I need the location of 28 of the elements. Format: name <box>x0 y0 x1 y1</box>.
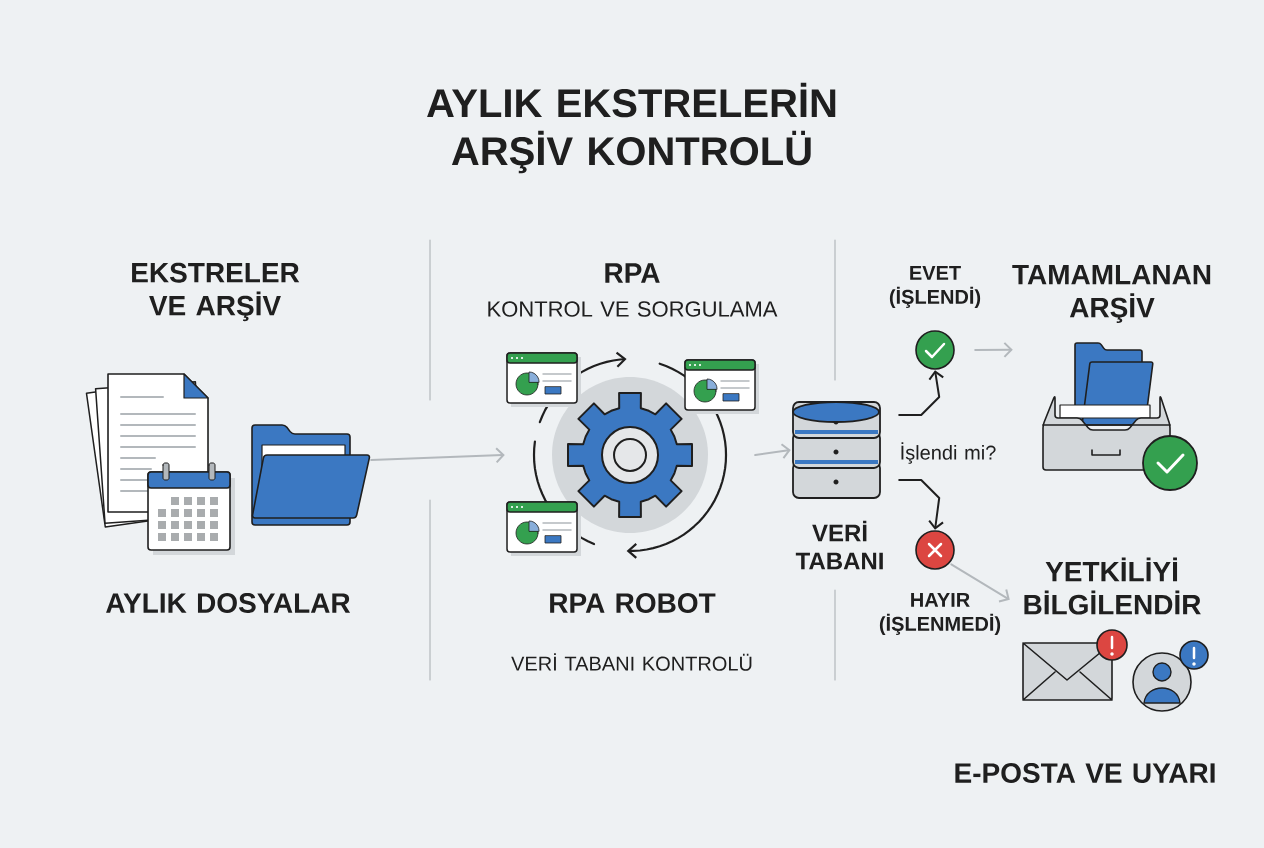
folder-drawing <box>251 424 371 526</box>
mail-alert-drawing <box>1022 629 1209 712</box>
check-icon <box>915 330 955 370</box>
archive-tray-drawing <box>1042 342 1198 491</box>
section-subheading: VERİ TABANI KONTROLÜ <box>511 653 752 671</box>
section-heading: AYLIK DOSYALAR <box>106 593 351 613</box>
answer-label: EVET (İŞLENDİ) <box>889 266 981 308</box>
section-heading: RPA ROBOT <box>550 593 716 613</box>
section-caption: E-POSTA VE UYARI <box>955 763 1215 783</box>
section-subheading: KONTROL VE SORGULAMA <box>488 301 778 317</box>
arrow <box>974 341 1013 358</box>
arrow <box>754 443 791 460</box>
question-label: İşlendi mi? <box>901 442 996 464</box>
section-heading: EKSTRELER VE ARŞİV <box>132 262 300 322</box>
title: AYLIK EKSTRELERİN ARŞİV KONTROLÜ <box>427 82 836 174</box>
document-calendar-drawing <box>85 373 235 555</box>
section-heading: RPA <box>605 263 660 283</box>
section-heading: YETKİLİYİ BİLGİLENDİR <box>1024 557 1201 615</box>
answer-label: HAYIR (İŞLENMEDİ) <box>879 593 1001 635</box>
arrow <box>898 479 945 530</box>
database-drawing <box>792 401 881 499</box>
section-heading: TAMAMLANAN ARŞİV <box>1012 264 1211 324</box>
arrow <box>898 370 945 416</box>
gear-cycle-drawing <box>506 351 759 559</box>
arrow <box>950 563 1010 603</box>
chevron-arrow <box>370 447 505 464</box>
error-icon <box>915 530 955 570</box>
node-caption: VERİ TABANI <box>795 520 883 570</box>
